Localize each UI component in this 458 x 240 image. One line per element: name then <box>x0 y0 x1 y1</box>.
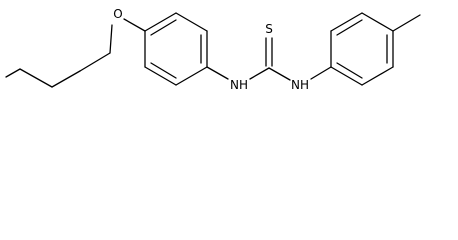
bond-nh-left-to-carbon <box>249 67 270 80</box>
bond-carbon-to-nh-right <box>268 67 291 81</box>
bond-butyl-1 <box>5 68 21 78</box>
nh-left-label: NH <box>230 78 248 92</box>
bond-butyl-3 <box>51 70 81 88</box>
bond-butyl-to-oxygen <box>109 24 113 54</box>
bond-butyl-4 <box>79 52 111 72</box>
right-benzene-ring <box>330 12 394 86</box>
bond-methyl <box>392 14 421 32</box>
sulfur-atom-label: S <box>265 22 273 36</box>
right-ring-bond-2 <box>330 12 363 32</box>
right-ring-double-3 <box>336 62 363 79</box>
right-ring-bond-6 <box>330 66 363 86</box>
right-ring-double-1 <box>336 19 363 36</box>
nh-right-label: NH <box>291 78 309 92</box>
left-benzene-ring <box>144 12 208 86</box>
chemical-structure-diagram: O NH S NH <box>5 7 421 92</box>
bond-nh-right-to-ring <box>310 66 332 80</box>
bond-ring-to-nh-left <box>206 66 229 80</box>
left-ring-bond-4 <box>175 66 208 86</box>
bond-oxygen-to-ring <box>123 18 146 32</box>
left-ring-bond-1 <box>144 12 177 32</box>
oxygen-atom-label: O <box>113 7 122 21</box>
left-ring-bond-5 <box>144 66 177 86</box>
right-ring-bond-5 <box>361 66 394 86</box>
left-ring-double-1 <box>150 19 177 36</box>
right-ring-bond-3 <box>361 12 394 32</box>
butyl-chain <box>5 24 113 88</box>
left-ring-bond-2 <box>175 12 208 32</box>
left-ring-double-3 <box>150 62 177 79</box>
bond-butyl-2 <box>19 68 53 88</box>
